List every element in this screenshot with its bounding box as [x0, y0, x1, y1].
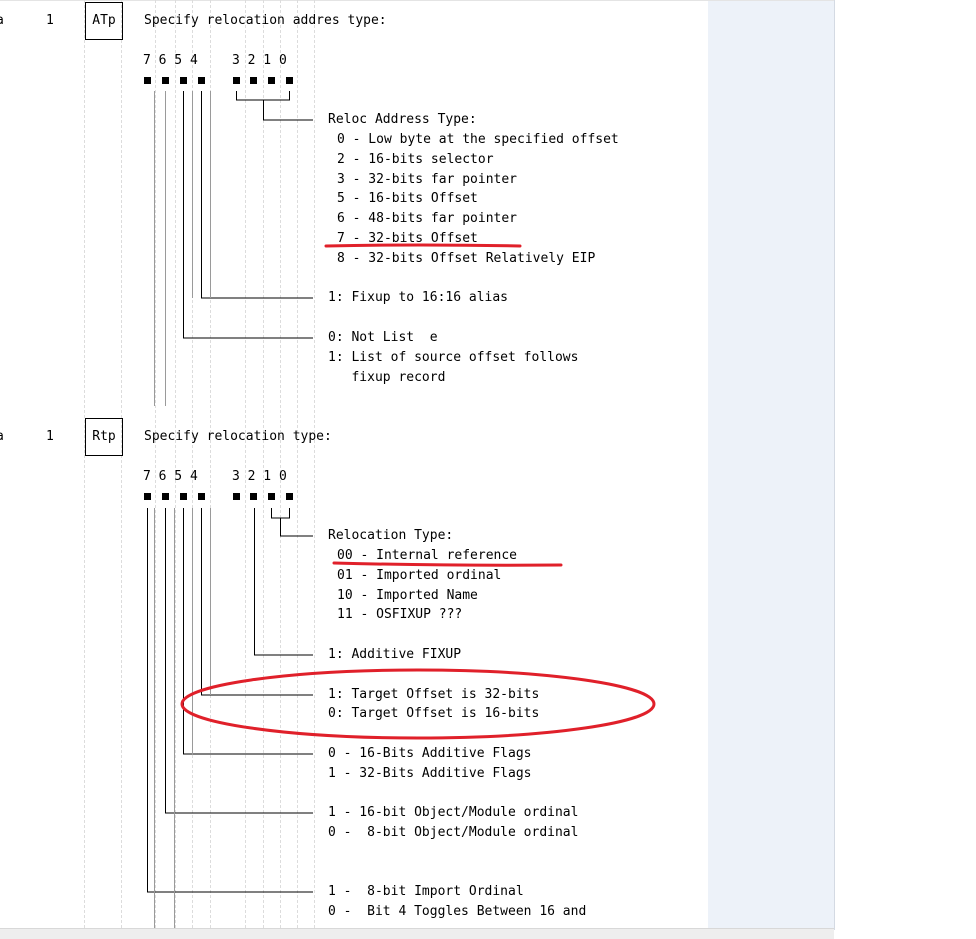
target-offset-32-b: 1: Target Offset is 32-bits [328, 687, 540, 702]
column-guide [297, 0, 298, 928]
row-edge-marker: a [0, 13, 4, 29]
column-guide [314, 0, 315, 928]
circle-target-offset [180, 668, 656, 740]
reloc-type-item: 11 - OSFIXUP ??? [337, 607, 463, 622]
object-ordinal-16-b: 1 - 16-bit Object/Module ordinal [328, 805, 579, 820]
bracket-lines-b [147, 508, 313, 893]
horizontal-scrollbar[interactable] [0, 928, 834, 939]
list-flag-0-a: 0: Not List e [328, 330, 438, 345]
reloc-type-item: 2 - 16-bits selector [337, 152, 494, 167]
bit-squares-b [144, 493, 293, 500]
top-border [0, 0, 834, 1]
bracket-lines-a [183, 91, 313, 339]
list-flag-1-a: 1: List of source offset follows [328, 350, 579, 365]
tag-box-a: ATp [85, 2, 123, 40]
object-ordinal-8-b: 0 - 8-bit Object/Module ordinal [328, 825, 579, 840]
column-guide [280, 0, 281, 928]
side-panel [708, 0, 834, 930]
count-a: 1 [46, 13, 54, 28]
reloc-type-item: 10 - Imported Name [337, 588, 478, 603]
bit4-toggle-b: 0 - Bit 4 Toggles Between 16 and [328, 904, 587, 919]
column-guide [84, 0, 85, 928]
tag-box-b: Rtp [85, 418, 123, 456]
column-guide [175, 0, 176, 928]
alias-flag-a: 1: Fixup to 16:16 alias [328, 290, 509, 305]
target-offset-16-b: 0: Target Offset is 16-bits [328, 706, 540, 721]
list-flag-1b-a: fixup record [328, 370, 446, 385]
red-annotations [180, 243, 656, 740]
reloc-type-item: 0 - Low byte at the specified offset [337, 132, 619, 147]
tag-label-b: Rtp [92, 429, 116, 444]
additive-flags-32-b: 1 - 32-Bits Additive Flags [328, 766, 532, 781]
title-a: Specify relocation addres type: [144, 13, 387, 28]
reloc-type-header-a: Reloc Address Type: [328, 112, 477, 127]
additive-fixup-b: 1: Additive FIXUP [328, 647, 462, 662]
column-guide [121, 0, 122, 928]
column-guide [245, 0, 246, 928]
reloc-type-item: 3 - 32-bits far pointer [337, 172, 518, 187]
tag-label-a: ATp [92, 13, 116, 28]
column-guide [263, 0, 264, 928]
underline-internal-reference [332, 561, 563, 567]
row-edge-marker: a [0, 429, 4, 445]
column-guide [192, 0, 193, 928]
reloc-type-item: 00 - Internal reference [337, 548, 518, 563]
import-ordinal-8-b: 1 - 8-bit Import Ordinal [328, 884, 524, 899]
column-guide [155, 0, 156, 928]
reloc-type-item: 7 - 32-bits Offset [337, 231, 478, 246]
underline-32bit-offset [324, 243, 522, 248]
reloc-type-item: 6 - 48-bits far pointer [337, 211, 518, 226]
reloc-type-item: 01 - Imported ordinal [337, 568, 502, 583]
bit-numbers-lo-b: 3 2 1 0 [232, 469, 287, 484]
count-b: 1 [46, 429, 54, 444]
bit-numbers-hi-b: 7 6 5 4 [143, 469, 198, 484]
column-guide [210, 0, 211, 928]
reloc-type-item: 5 - 16-bits Offset [337, 191, 478, 206]
bit-squares-a [144, 77, 293, 84]
bit-numbers-hi-a: 7 6 5 4 [143, 53, 198, 68]
reloc-type-item: 8 - 32-bits Offset Relatively EIP [337, 251, 596, 266]
faint-lines-b [154, 508, 211, 928]
side-panel-border [834, 0, 835, 930]
title-b: Specify relocation type: [144, 429, 332, 444]
additive-flags-16-b: 0 - 16-Bits Additive Flags [328, 746, 532, 761]
faint-lines-a [154, 91, 211, 406]
reloc-type-header-b: Relocation Type: [328, 528, 454, 543]
bit-numbers-lo-a: 3 2 1 0 [232, 53, 287, 68]
